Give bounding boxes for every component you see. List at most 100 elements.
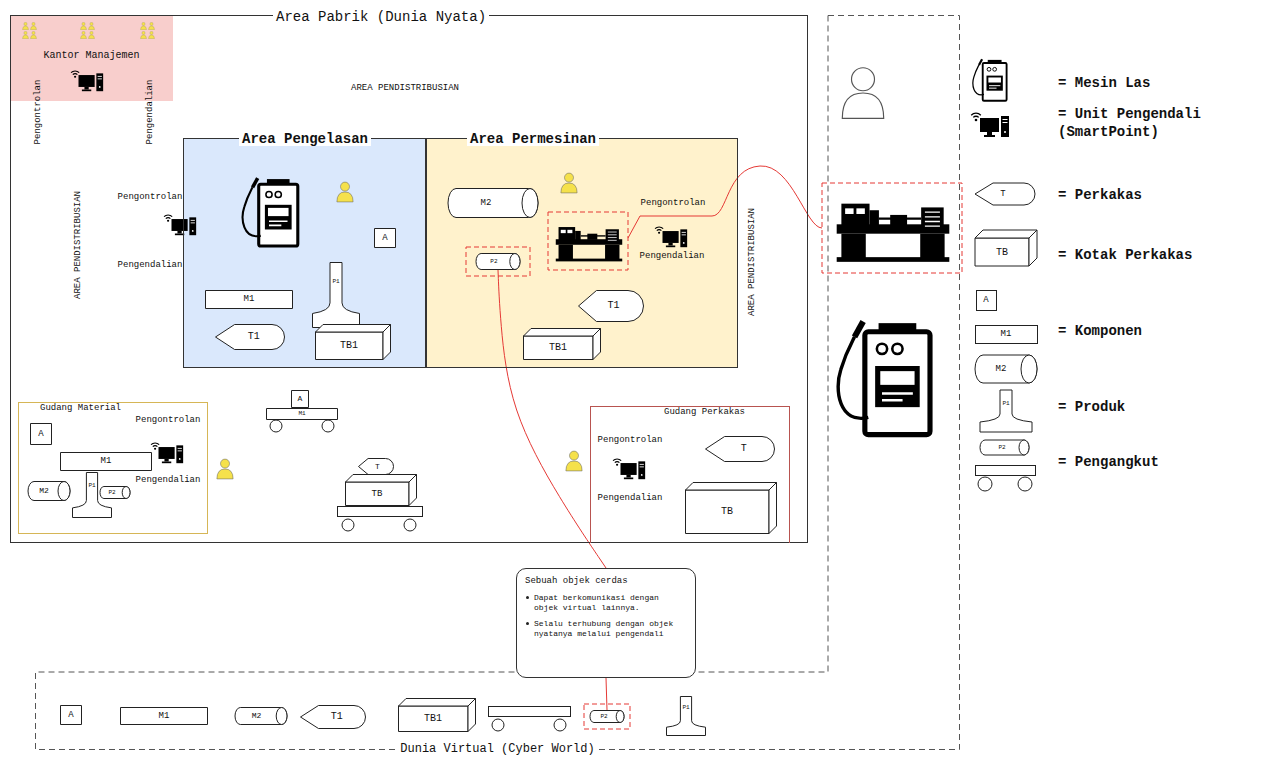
node-title: TB1 xyxy=(424,714,442,724)
legend-icons xyxy=(975,183,1038,491)
outline-path xyxy=(359,459,394,475)
node-title: TB1 xyxy=(549,343,567,353)
component-icon xyxy=(977,291,997,311)
legend-text: = Perkakas xyxy=(1058,187,1142,205)
legend-entry: = Kotak Perkakas xyxy=(1058,246,1192,265)
component-box: A xyxy=(291,390,309,408)
zone-label: AREA PENDISTRIBUSIAN xyxy=(747,208,757,316)
outline-path xyxy=(399,699,476,707)
label-anchor: AREA PENDISTRIBUSIAN xyxy=(351,83,459,93)
cart-plate xyxy=(338,507,423,517)
outline-path xyxy=(301,706,366,729)
node-title: TB1 xyxy=(340,341,358,351)
label-anchor: AREA PENDISTRIBUSIAN xyxy=(73,191,83,299)
outline-path xyxy=(706,437,775,462)
area-fills xyxy=(10,15,738,368)
cylinder-part: M2 xyxy=(28,481,70,501)
node-title: TB xyxy=(372,490,383,499)
outline-path xyxy=(216,325,285,350)
welding-fill xyxy=(183,138,426,368)
node-title: T1 xyxy=(248,332,260,342)
welder-icon xyxy=(973,59,1007,100)
cart-wheel xyxy=(404,519,416,531)
staff-icon xyxy=(81,31,87,38)
outline-path xyxy=(313,263,360,328)
outline-path xyxy=(686,483,777,491)
product-icon xyxy=(1019,440,1029,455)
product-shape: P1 xyxy=(312,262,360,328)
component-box: A xyxy=(374,228,396,248)
cylinder-part: M2 xyxy=(235,707,287,725)
icon-letter: P1 xyxy=(1002,400,1009,407)
worker-icon xyxy=(337,182,353,202)
function-label: Pengendalian xyxy=(136,475,201,485)
toolbox-shape: TB1 xyxy=(315,324,391,360)
callout-box: Sebuah objek cerdasDapat berkomunikasi d… xyxy=(516,568,696,678)
icon-letter: A xyxy=(983,295,988,305)
tool-shape: T xyxy=(705,436,775,462)
prod-outline xyxy=(312,262,360,328)
staff-icon xyxy=(31,31,37,38)
outline-path xyxy=(686,490,770,534)
outline-path xyxy=(524,336,594,360)
node-title: T1 xyxy=(331,712,343,722)
outline-path xyxy=(769,483,777,534)
outline-path xyxy=(383,325,391,360)
dashed-boundary xyxy=(36,16,960,750)
cylinder-end xyxy=(276,708,287,725)
node-title: P1 xyxy=(332,279,339,285)
node-title: Kantor Manajemen xyxy=(10,51,173,61)
welder-icon xyxy=(243,178,298,246)
outline-path xyxy=(590,711,624,723)
cylinder-part: P2 xyxy=(476,253,520,270)
node-title: P2 xyxy=(109,490,116,496)
label-anchor: Pengontrolan xyxy=(118,192,183,202)
toolbox-shape: TB xyxy=(345,474,417,506)
outline-path xyxy=(468,699,476,732)
controllers xyxy=(71,71,1009,479)
node-title: M1 xyxy=(159,712,170,721)
node-title: T xyxy=(741,444,747,454)
label-anchor: Pengontrolan xyxy=(598,435,663,445)
node-title: Gudang Material xyxy=(37,404,124,413)
function-label: Pengendalian xyxy=(145,80,155,145)
component-box: A xyxy=(30,423,52,445)
function-label: Pengendalian xyxy=(598,493,663,503)
staff-icon xyxy=(149,31,155,38)
controller-icon xyxy=(71,71,103,91)
label-anchor: Pengontrolan xyxy=(136,415,201,425)
cart-plate xyxy=(489,707,571,717)
staff-icon xyxy=(141,31,147,38)
virtual-world-outline xyxy=(35,15,960,750)
cart-wheel xyxy=(1018,477,1032,491)
tool-shape: T1 xyxy=(300,705,366,729)
lathe-icon xyxy=(556,227,622,261)
node-title: M1 xyxy=(244,295,255,304)
cart-wheel xyxy=(554,719,566,731)
outline-path xyxy=(346,482,410,506)
legend-entry: = Komponen xyxy=(1058,322,1142,341)
function-label: Pengontrolan xyxy=(598,435,663,445)
component-box: A xyxy=(60,705,82,725)
tool-icon xyxy=(975,183,1035,205)
zone-label: AREA PENDISTRIBUSIAN xyxy=(73,191,83,299)
node-title: Area Pengelasan xyxy=(239,132,371,146)
label-anchor: Pengendalian xyxy=(640,251,705,261)
legend-entry: = Mesin Las xyxy=(1058,74,1150,93)
outline-path xyxy=(292,391,309,408)
toolbox-shape: TB1 xyxy=(523,328,601,360)
cylinder-part: P2 xyxy=(590,710,624,723)
legend-text: = Unit Pengendali (SmartPoint) xyxy=(1058,106,1223,141)
machining-fill xyxy=(426,138,738,368)
component-box: M1 xyxy=(205,290,293,309)
cylinder-end xyxy=(58,482,70,501)
outline-path xyxy=(121,708,208,725)
outline-path xyxy=(267,409,338,420)
node-title: A xyxy=(38,430,43,439)
toolbox-icon xyxy=(975,238,1029,266)
component-box: M1 xyxy=(266,408,338,420)
legend-text: = Pengangkut xyxy=(1058,454,1159,472)
node-title: M2 xyxy=(481,199,492,208)
outline-path xyxy=(61,706,82,725)
legend-entry: = Pengangkut xyxy=(1058,453,1159,472)
